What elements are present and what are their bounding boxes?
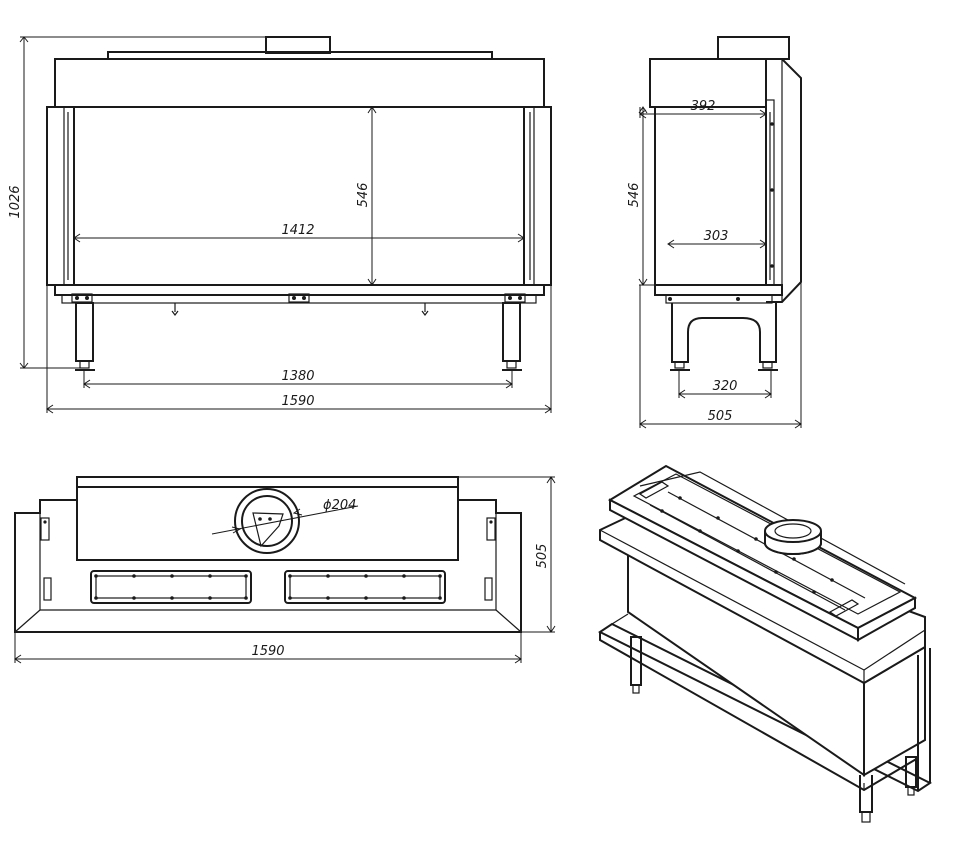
top-view	[14, 476, 522, 633]
front-view	[46, 36, 552, 371]
dim-side-top-depth: 392	[691, 99, 716, 114]
dim-top-depth: 505	[535, 544, 550, 569]
top-dimensions: ϕ204 505 1590	[14, 476, 556, 664]
dim-side-glass-height: 546	[627, 183, 642, 208]
dim-side-glass-depth: 303	[704, 229, 729, 244]
dim-leg-spacing: 1380	[281, 369, 314, 384]
isometric-view	[598, 464, 932, 823]
iso-screws	[660, 496, 834, 594]
dim-side-leg-spacing: 320	[713, 379, 738, 394]
side-view	[649, 36, 802, 371]
dim-glass-height: 546	[356, 183, 371, 208]
dim-overall-height: 1026	[8, 185, 23, 218]
side-dimensions: 392 546 303 320 505	[627, 99, 802, 429]
dim-flue-diameter: ϕ204	[323, 498, 356, 513]
dim-glass-width: 1412	[281, 223, 314, 238]
vent-screws	[94, 574, 442, 600]
dim-side-overall-depth: 505	[708, 409, 733, 424]
dim-top-width: 1590	[251, 644, 284, 659]
dim-overall-width: 1590	[281, 394, 314, 409]
front-dimensions: 1026 546 1412 1380 1590	[8, 36, 552, 414]
